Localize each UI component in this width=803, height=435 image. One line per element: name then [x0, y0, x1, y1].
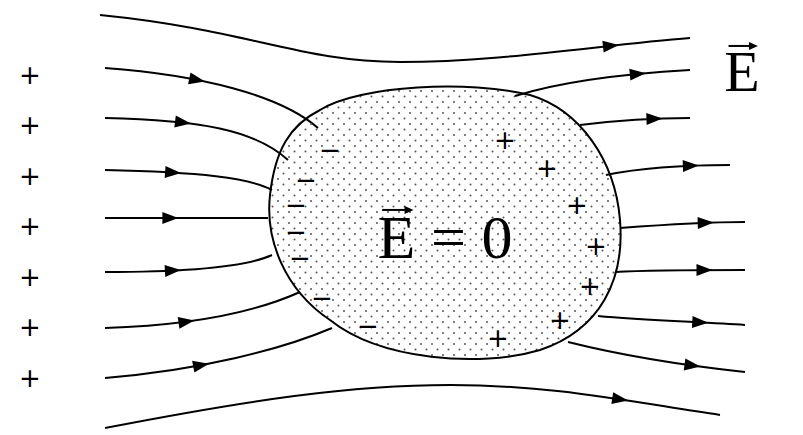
induced-charge: −: [357, 313, 379, 339]
arrowhead: [178, 315, 196, 329]
field-value: E = 0: [378, 202, 513, 273]
induced-charge: −: [289, 245, 311, 271]
arrowhead: [611, 392, 629, 406]
induced-charge: −: [319, 137, 341, 163]
source-charge: +: [19, 163, 41, 189]
induced-charge: +: [487, 325, 509, 351]
induced-charge: −: [311, 285, 333, 311]
source-charge: +: [19, 213, 41, 239]
induced-charge: +: [566, 192, 588, 218]
induced-charge: +: [549, 307, 571, 333]
arrowhead: [692, 316, 709, 329]
arrowhead: [629, 67, 646, 80]
induced-charge: +: [494, 127, 516, 153]
induced-charge: −: [285, 219, 307, 245]
induced-charge: −: [295, 167, 317, 193]
induced-charge: −: [285, 192, 307, 218]
arrowhead: [696, 264, 712, 276]
arrowhead: [684, 359, 701, 373]
arrowhead: [192, 358, 210, 373]
arrowhead: [683, 159, 699, 171]
conductor: E = 0: [262, 80, 628, 370]
source-charge: +: [19, 264, 41, 290]
source-charge: +: [19, 365, 41, 391]
arrowhead: [602, 39, 619, 53]
source-charge: +: [19, 62, 41, 88]
arrowhead: [188, 72, 206, 87]
induced-charge: +: [585, 233, 607, 259]
arrowhead: [165, 166, 182, 179]
arrowhead: [698, 216, 714, 228]
arrowhead: [646, 113, 662, 126]
field-symbol: E: [724, 43, 759, 101]
source-charge: +: [19, 112, 41, 138]
induced-charge: +: [536, 155, 558, 181]
arrowhead: [165, 264, 182, 277]
arrowhead: [174, 116, 191, 130]
induced-charge: +: [579, 273, 601, 299]
source-charge: +: [19, 314, 41, 340]
arrowhead: [162, 212, 178, 224]
